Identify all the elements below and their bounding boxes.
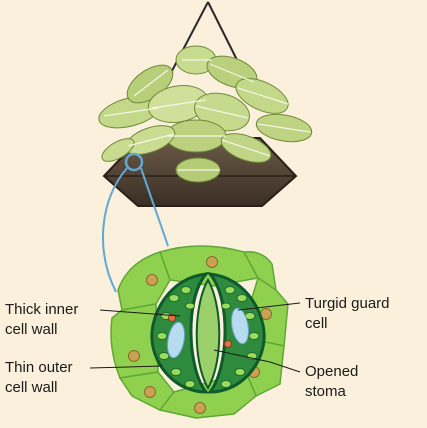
leader-lines [89,302,301,373]
label-turgid-guard-cell: Turgid guard cell [305,294,390,334]
label-line: cell [305,315,328,332]
guard-cell-nuclei [168,314,232,348]
chloroplasts [156,286,260,388]
vacuoles [167,307,249,359]
label-line: Opened [305,363,359,380]
cell-nuclei [128,256,272,414]
label-thick-inner-cell-wall: Thick inner cell wall [5,300,78,340]
label-line: Thick inner [5,301,79,318]
label-opened-stoma: Opened stoma [305,362,358,402]
label-line: stoma [305,383,346,400]
label-thin-outer-cell-wall: Thin outer cell wall [5,358,73,398]
label-line: Thin outer [5,359,73,376]
label-line: Turgid guard [305,295,390,312]
stoma-pore [195,278,221,391]
label-line: cell wall [5,379,58,396]
leaf-veins [103,59,311,171]
magnify-connector [102,152,169,293]
label-line: cell wall [5,321,58,338]
